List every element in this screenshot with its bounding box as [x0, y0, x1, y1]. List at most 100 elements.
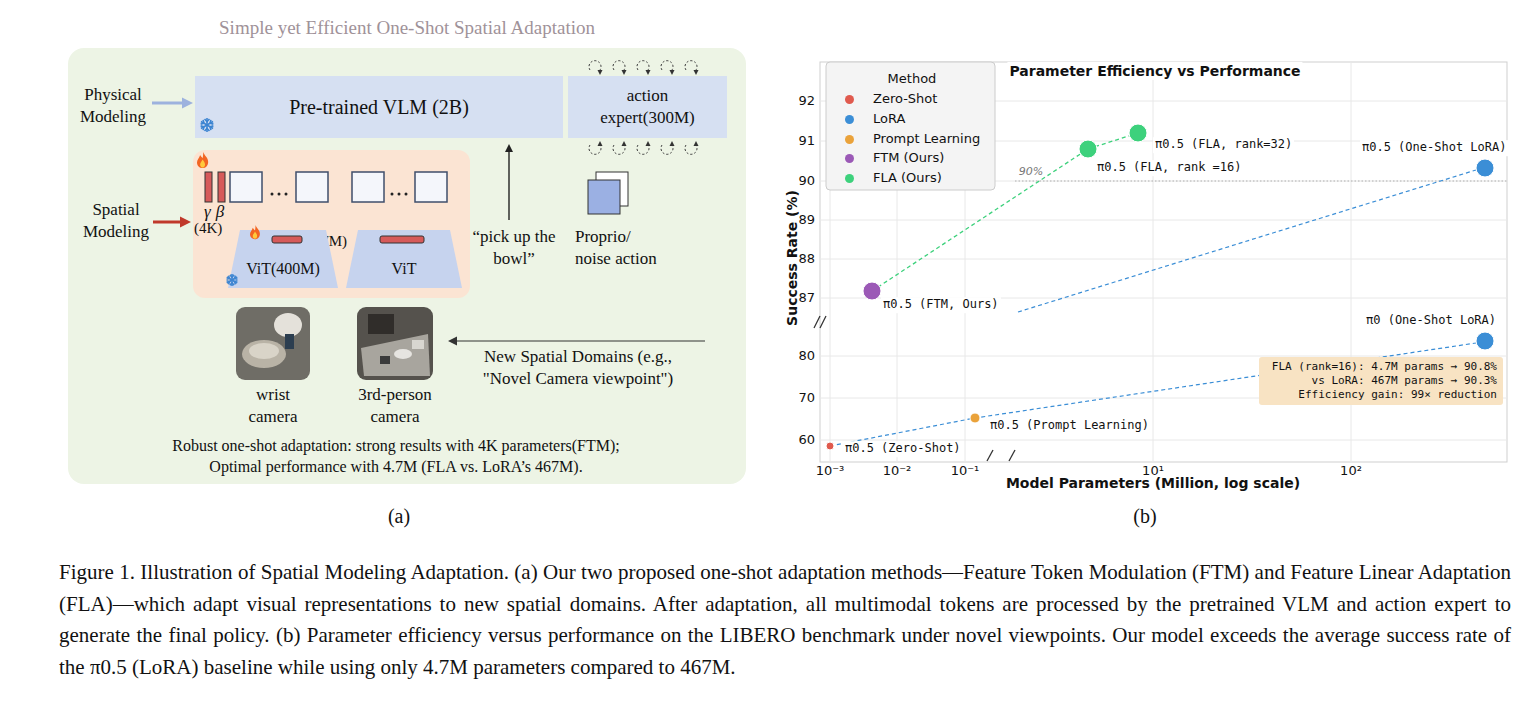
illustration-part — [820, 220, 1507, 221]
data-point — [863, 282, 881, 300]
data-point — [970, 413, 980, 423]
flame-icon — [197, 152, 208, 168]
tick-label: 10¹ — [1142, 463, 1164, 480]
legend-swatch — [845, 135, 854, 144]
tick-label: 10⁻³ — [816, 463, 845, 480]
illustration-part — [234, 280, 238, 285]
legend-title: Method — [888, 71, 937, 88]
data-point — [1476, 159, 1494, 177]
arrow-head — [598, 70, 603, 75]
illustration-part — [200, 118, 215, 132]
data-point — [826, 442, 834, 450]
arrow-head — [670, 141, 675, 146]
illustration-part — [368, 314, 394, 334]
point-label: π0.5 (FLA, rank=32) — [1153, 137, 1294, 153]
illustration-part — [227, 277, 237, 283]
flow-arc — [661, 61, 673, 70]
illustration-part — [230, 274, 234, 286]
ellipsis-dot — [391, 193, 394, 196]
vlm-box: Pre-trained VLM (2B) — [195, 76, 563, 138]
snowflake-icon — [200, 118, 215, 132]
illustration-part — [209, 120, 214, 125]
point-label: π0.5 (FLA, rank =16) — [1095, 160, 1244, 176]
illustration-part — [394, 349, 412, 359]
flow-arc — [613, 145, 625, 154]
illustration-part — [205, 118, 210, 132]
flow-arc — [661, 145, 673, 154]
figure-caption: Figure 1. Illustration of Spatial Modeli… — [59, 557, 1511, 683]
camera-label: 3rd-person camera — [350, 384, 440, 428]
illustration-part — [205, 119, 210, 121]
ellipsis-dot — [398, 193, 401, 196]
legend-label: Zero-Shot — [873, 91, 937, 108]
tick-label: 91 — [798, 133, 815, 150]
arrow-head — [505, 144, 513, 152]
legend-entry: Prompt Learning — [843, 130, 980, 148]
illustration-part — [508, 152, 509, 220]
legend-entry: FTM (Ours) — [843, 149, 944, 167]
legend-swatch — [845, 115, 854, 124]
arrow-head — [670, 70, 675, 75]
reference-label: 90% — [1019, 165, 1043, 179]
flow-arc — [685, 145, 697, 154]
illustration-part — [201, 122, 213, 129]
camera-label: wrist camera — [238, 384, 308, 428]
illustration-part — [814, 316, 820, 328]
flame-icon — [250, 225, 260, 239]
feature-token — [352, 172, 384, 202]
flow-arc — [637, 145, 649, 154]
arrow-head — [180, 217, 191, 228]
node-art — [346, 230, 462, 288]
node-label: ViT(400M) — [246, 259, 320, 280]
spatial-region: γβ(4K)(4.7M)ViT(400M)ViT — [193, 150, 470, 298]
tick-label: 87 — [798, 290, 815, 307]
snowflake-icon — [226, 274, 238, 286]
legend-box — [826, 62, 995, 190]
feature-token — [296, 172, 328, 202]
flow-arc — [613, 61, 625, 70]
adapter-bar — [380, 236, 424, 243]
arrow-head — [694, 70, 699, 75]
illustration-part — [230, 275, 234, 277]
illustration-part — [361, 334, 430, 376]
plot-frame — [820, 62, 1507, 462]
tick-label: 60 — [798, 432, 815, 449]
legend-label: FTM (Ours) — [873, 150, 944, 167]
arrow-head — [646, 141, 651, 146]
encoder-shape — [346, 230, 462, 288]
tick-label: 88 — [798, 251, 815, 268]
tick-label: 10⁻¹ — [951, 463, 980, 480]
arrow-head — [598, 141, 603, 146]
wrist-camera-image — [236, 307, 310, 380]
legend-swatch — [845, 174, 854, 183]
node-label: action expert(300M) — [593, 85, 703, 129]
axis-break — [814, 316, 1015, 461]
panel-title: Simple yet Efficient One-Shot Spatial Ad… — [68, 16, 746, 41]
encoder-shape — [226, 225, 338, 288]
illustration-part — [228, 230, 338, 288]
illustration-part — [230, 283, 234, 285]
illustration-part — [152, 102, 183, 105]
illustration-part — [200, 119, 215, 130]
illustration-part — [206, 118, 208, 132]
tick-label: 80 — [798, 348, 815, 365]
flow-arc — [637, 61, 649, 70]
trend-line — [872, 133, 1138, 291]
illustration-part — [250, 225, 260, 239]
illustration-part — [209, 125, 214, 130]
legend-swatch — [845, 154, 854, 163]
node-label: ViT — [392, 259, 417, 280]
token-illustration — [197, 152, 447, 202]
data-point — [1079, 140, 1097, 158]
tick-label: 70 — [798, 390, 815, 407]
domain-note: New Spatial Domains (e.g., "Novel Camera… — [476, 346, 681, 390]
point-label: π0 (One-Shot LoRA) — [1364, 313, 1498, 329]
adapter-bar — [272, 236, 302, 243]
instruction-text: “pick up the bowl” — [462, 226, 567, 270]
vit-encoder: ViT — [346, 230, 462, 288]
grid-lines — [820, 62, 1507, 462]
node-label: FLA (rank=16): 4.7M params → 90.8% vs Lo… — [1265, 360, 1497, 402]
arrow-head — [622, 141, 627, 146]
point-label: π0.5 (Prompt Learning) — [988, 418, 1151, 434]
feature-token — [230, 172, 262, 202]
